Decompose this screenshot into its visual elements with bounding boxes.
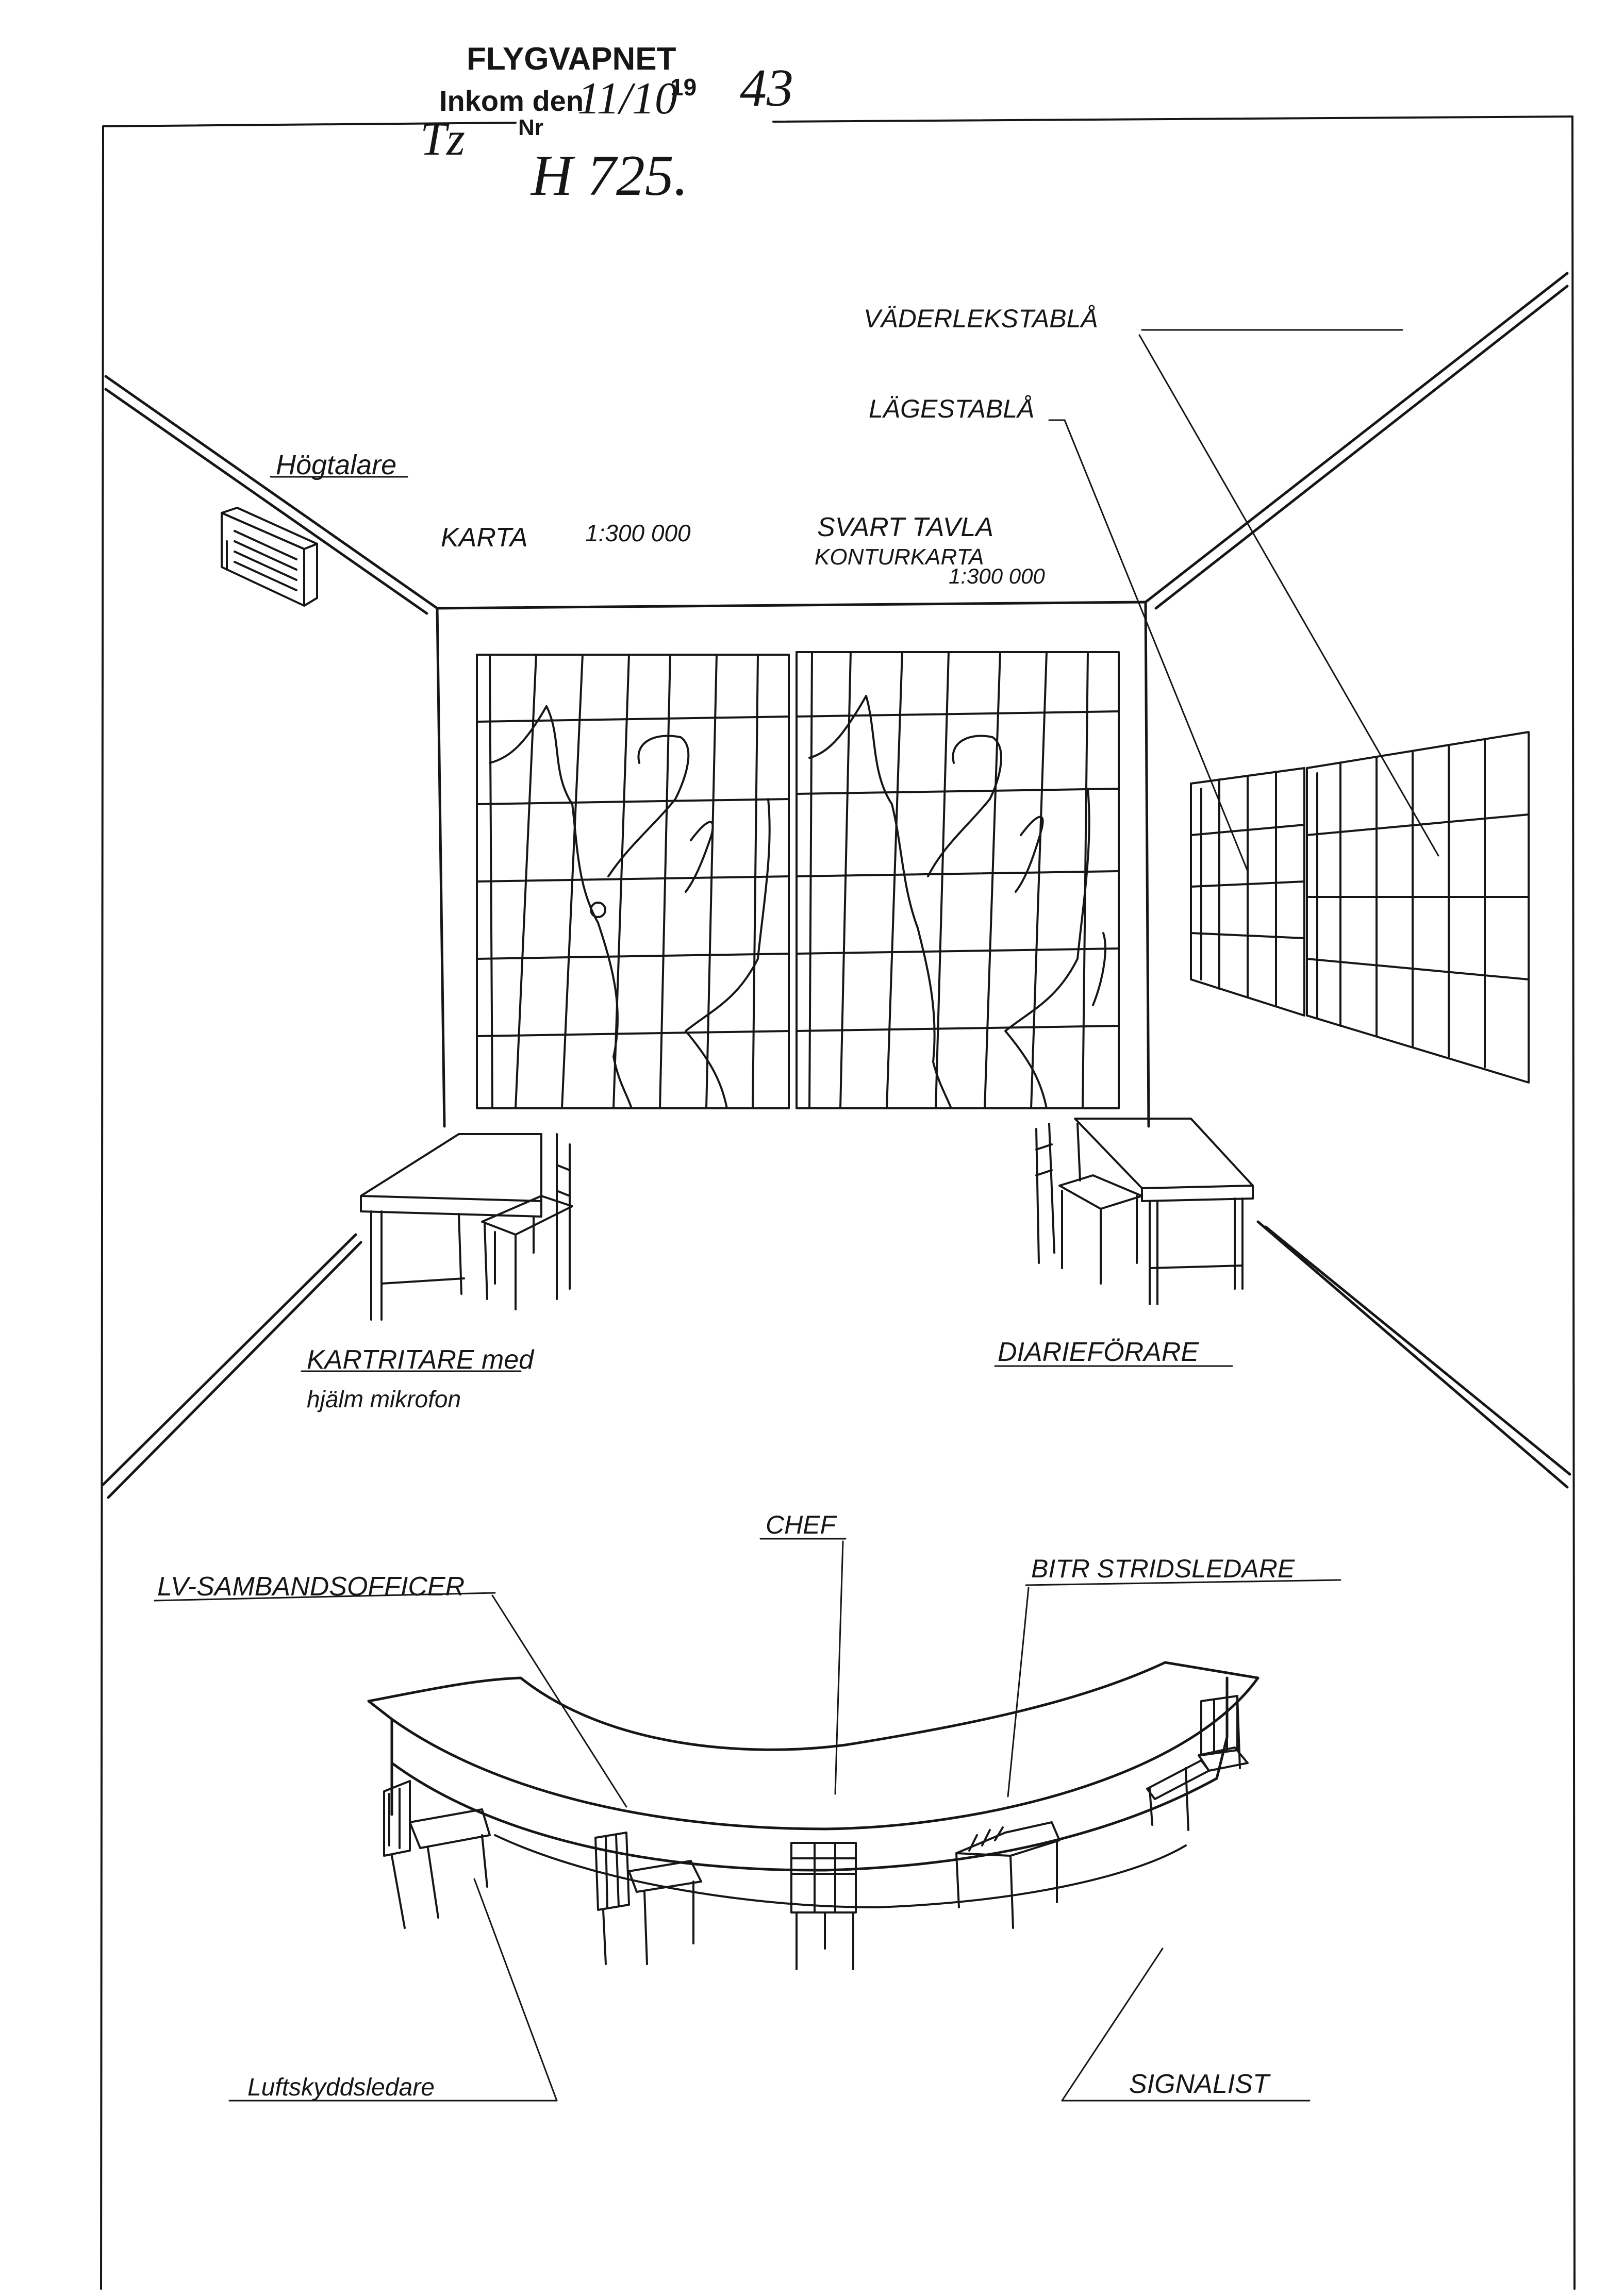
weather-board	[1306, 731, 1530, 1084]
label-diary-keeper: DIARIEFÖRARE	[998, 1337, 1199, 1367]
wall-map-left	[476, 654, 790, 1109]
stamp-number-prefix: Nr	[518, 115, 543, 140]
desk-right	[1074, 1118, 1254, 1305]
chair-right	[1035, 1123, 1143, 1285]
label-situation-board: LÄGESTABLÅ	[869, 394, 1034, 423]
wall-map-right	[796, 651, 1120, 1109]
label-signaller: SIGNALIST	[1129, 2069, 1271, 2099]
label-air-defence-controller: Luftskyddsledare	[247, 2074, 435, 2101]
chair-desk-4	[955, 1821, 1060, 1929]
desk-left	[360, 1133, 542, 1321]
label-contour-scale: 1:300 000	[949, 564, 1045, 588]
room-labels: Högtalare KARTA 1:300 000 SVART TAVLA KO…	[157, 304, 1295, 2101]
leader-lines	[154, 329, 1439, 2102]
chair-desk-5	[1146, 1695, 1249, 1831]
stamp-received-label: Inkom den	[439, 85, 584, 117]
situation-board	[1190, 767, 1305, 1017]
room-outline	[102, 272, 1571, 1499]
stamp-org: FLYGVAPNET	[467, 41, 676, 77]
label-map: KARTA	[441, 523, 528, 553]
stamp-initials: Tz	[420, 112, 465, 165]
label-map-scale: 1:300 000	[585, 520, 691, 546]
page-frame	[100, 115, 1576, 2290]
stamp-received-date: 11/10	[577, 74, 677, 124]
chair-desk-1	[383, 1780, 491, 1929]
label-deputy-controller: BITR STRIDSLEDARE	[1031, 1554, 1295, 1583]
label-map-drawer-line1: KARTRITARE med	[307, 1345, 535, 1375]
stamp-number: H 725.	[530, 144, 688, 208]
label-loudspeaker: Högtalare	[276, 450, 396, 480]
label-contour-map: KONTURKARTA	[815, 544, 984, 570]
label-comms-officer: LV-SAMBANDSOFFICER	[157, 1572, 465, 1602]
chair-desk-2	[594, 1832, 702, 1965]
stamp-year: 43	[740, 58, 793, 118]
label-map-drawer-line2: hjälm mikrofon	[307, 1386, 461, 1412]
label-chief: CHEF	[766, 1510, 837, 1539]
loudspeaker	[221, 507, 318, 607]
chair-desk-3	[790, 1842, 857, 1970]
label-blackboard: SVART TAVLA	[817, 512, 993, 542]
label-weather-board: VÄDERLEKSTABLÅ	[864, 304, 1098, 333]
stamp-century: 19	[670, 74, 697, 101]
chair-left	[481, 1133, 573, 1310]
command-desk	[367, 1661, 1260, 1908]
received-stamp: FLYGVAPNET Inkom den 11/10 19 43 Tz Nr H…	[420, 41, 793, 208]
